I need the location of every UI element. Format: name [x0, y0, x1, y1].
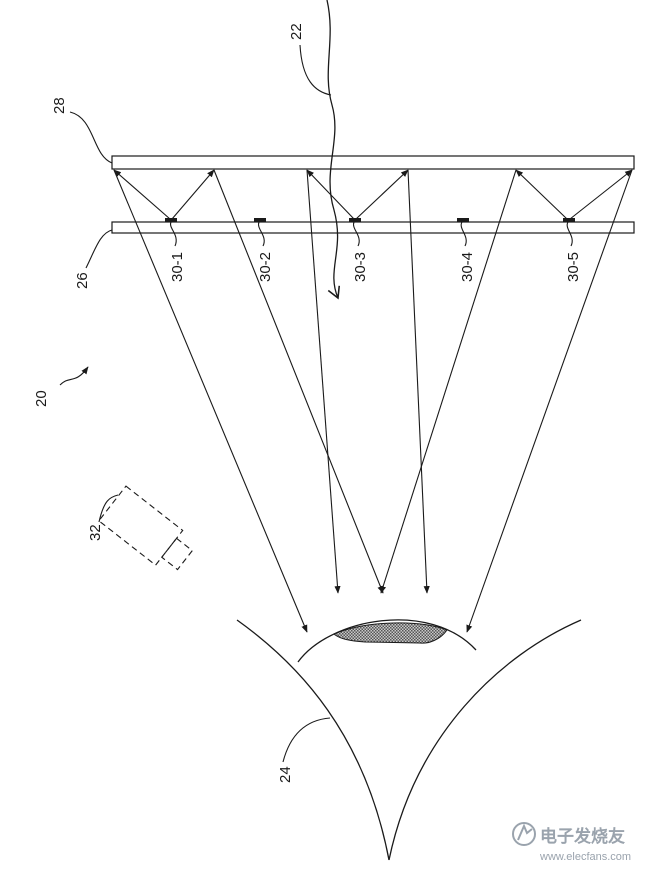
- pupil: [333, 622, 448, 644]
- emitter-30-1: [165, 218, 177, 222]
- label-20: 20: [33, 390, 50, 407]
- label-28: 28: [51, 97, 68, 114]
- leader-30-5: [566, 221, 573, 247]
- leader-22: [299, 44, 332, 96]
- eyeball-cornea: [297, 619, 477, 663]
- leader-30-1: [169, 221, 177, 247]
- ray-e5-left: [515, 169, 568, 220]
- incoming-light-ray: [326, 0, 341, 300]
- inner-plate: [111, 221, 635, 234]
- leader-32: [98, 494, 119, 523]
- leader-28: [69, 111, 113, 164]
- watermark: 电子发烧友 www.elecfans.com: [512, 822, 631, 863]
- leader-30-4: [460, 221, 467, 247]
- label-30-5: 30-5: [565, 252, 582, 282]
- watermark-cn: 电子发烧友: [540, 826, 625, 847]
- leader-24: [282, 717, 331, 763]
- emitter-30-4: [457, 218, 469, 222]
- ray-long-6: [466, 169, 633, 633]
- ray-long-1: [113, 169, 308, 633]
- ray-e3-right: [355, 169, 409, 220]
- ray-long-2: [213, 169, 384, 594]
- label-30-4: 30-4: [459, 252, 476, 282]
- label-26: 26: [74, 272, 91, 289]
- elecfans-logo-icon: [512, 822, 536, 846]
- ray-long-3: [306, 169, 341, 594]
- label-32: 32: [87, 524, 104, 541]
- emitter-30-5: [563, 218, 575, 222]
- outer-plate: [111, 155, 635, 170]
- ray-e5-right: [569, 169, 633, 220]
- eye-lower-lid: [388, 619, 582, 861]
- label-30-2: 30-2: [257, 252, 274, 282]
- label-22: 22: [288, 23, 305, 40]
- ray-long-4: [407, 169, 430, 594]
- ray-e1-left: [113, 169, 171, 220]
- label-24: 24: [277, 766, 294, 783]
- label-30-3: 30-3: [352, 252, 369, 282]
- watermark-url: www.elecfans.com: [539, 851, 631, 863]
- label-30-1: 30-1: [169, 252, 186, 282]
- emitter-30-3: [349, 218, 361, 222]
- leader-30-2: [257, 221, 265, 247]
- eye-upper-lid: [236, 619, 390, 861]
- camera-dashed-outline: [98, 485, 194, 571]
- leader-20: [59, 366, 89, 386]
- leader-26: [85, 229, 113, 269]
- ray-long-5: [380, 169, 517, 594]
- ray-e3-left: [306, 169, 355, 220]
- leader-30-3: [352, 221, 360, 247]
- ray-e1-right: [171, 169, 215, 220]
- emitter-30-2: [254, 218, 266, 222]
